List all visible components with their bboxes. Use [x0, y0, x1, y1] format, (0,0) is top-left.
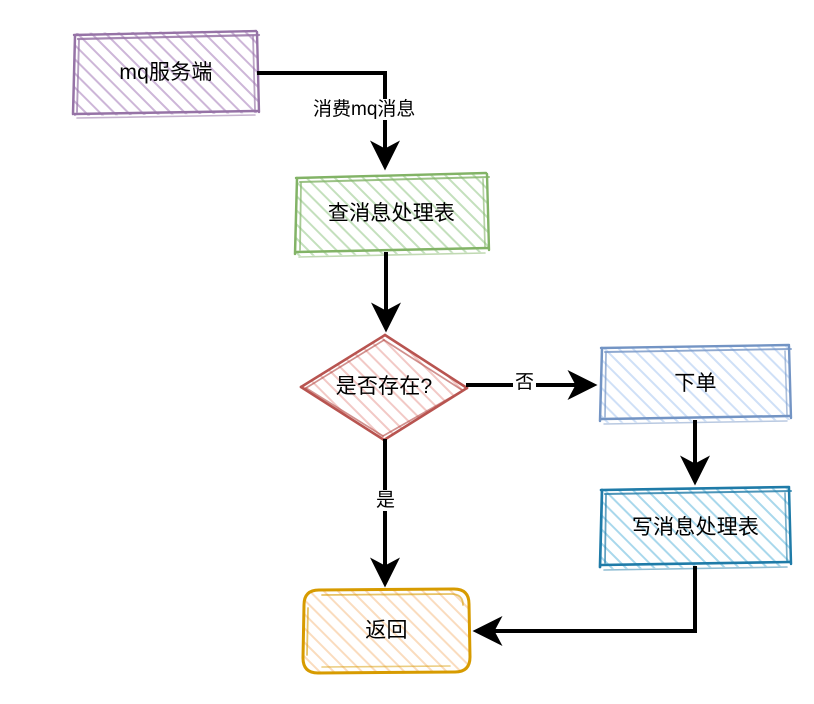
edge-consume-mq-message	[257, 71, 400, 171]
node-return[interactable]	[301, 587, 472, 675]
node-query-message-table[interactable]	[293, 171, 491, 258]
edge-write-to-return	[472, 566, 697, 646]
node-exists-decision[interactable]	[299, 333, 469, 442]
node-place-order[interactable]	[598, 343, 793, 425]
node-write-message-table[interactable]	[598, 485, 793, 571]
node-mq-server[interactable]	[71, 29, 261, 119]
